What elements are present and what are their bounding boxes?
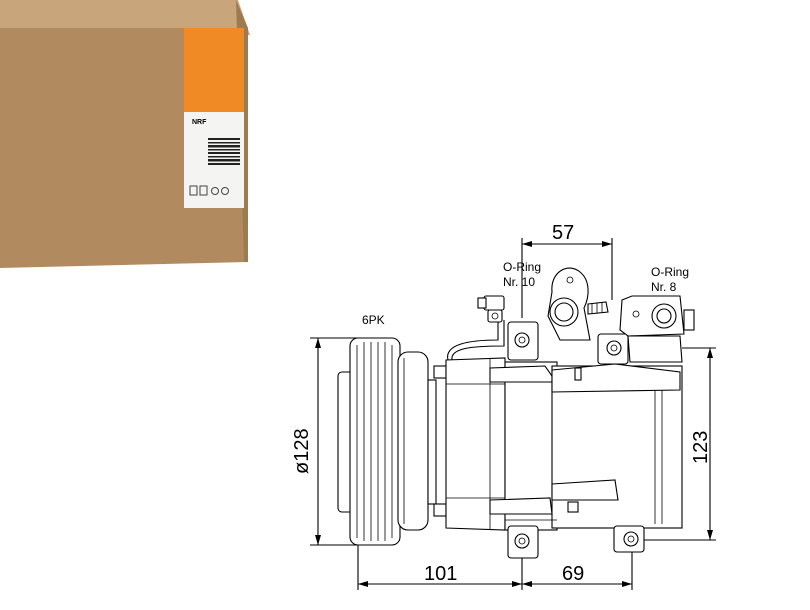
dimension-bottom-left-value: 101 — [424, 563, 457, 585]
oring-left-label-line1: O-Ring — [503, 260, 541, 274]
dimension-bottom-right-value: 69 — [562, 563, 584, 585]
port-fitting-right — [619, 295, 695, 363]
compressor-drawing — [337, 267, 695, 559]
dimension-top-width: 57 — [521, 222, 613, 318]
dimension-bottom: 101 69 — [357, 545, 633, 590]
dimension-height: 123 — [640, 347, 716, 541]
package-brand-logo: NRF — [192, 119, 207, 126]
port-fitting-left — [547, 267, 609, 341]
barcode-icon — [208, 138, 240, 165]
dimension-height-value: 123 — [690, 431, 712, 464]
pulley — [337, 337, 437, 546]
dimension-top-width-value: 57 — [552, 222, 574, 244]
oring-right-label-line2: Nr. 8 — [651, 280, 677, 294]
package-label-orange — [184, 28, 244, 114]
dimension-pulley-diameter: ø128 — [291, 337, 358, 546]
package-box: NRF — [0, 0, 250, 268]
dimension-pulley-diameter-value: ø128 — [291, 428, 313, 474]
oring-right-label-line1: O-Ring — [651, 265, 689, 279]
compressor-body — [489, 361, 683, 531]
electrical-connector — [447, 295, 505, 361]
belt-label: 6PK — [362, 313, 385, 327]
front-housing — [433, 357, 506, 531]
mounting-ears — [507, 321, 645, 559]
certification-icon — [189, 185, 229, 196]
oring-left-label-line2: Nr. 10 — [503, 275, 535, 289]
